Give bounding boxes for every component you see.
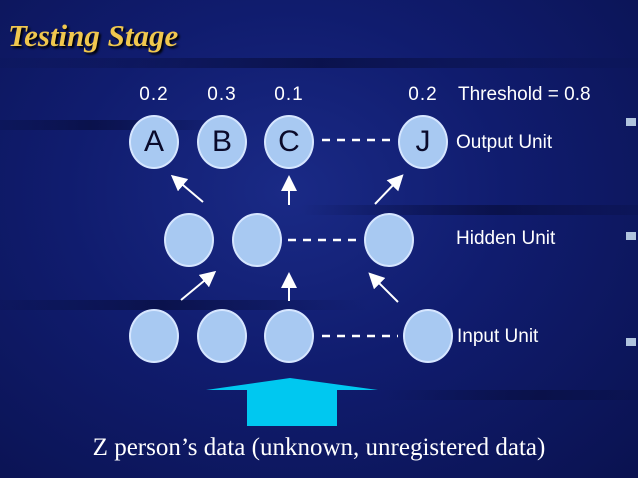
- background-streak: [0, 300, 370, 310]
- hidden-node: [232, 213, 282, 267]
- edge-mark: [626, 118, 636, 126]
- input-node: [264, 309, 314, 363]
- arrow-hidden-to-output: [374, 174, 404, 205]
- output-value-a: 0.2: [139, 84, 169, 105]
- input-node: [197, 309, 247, 363]
- background-streak: [380, 390, 638, 400]
- output-node-a: A: [129, 115, 179, 169]
- output-unit-label: Output Unit: [456, 132, 553, 153]
- background-streak: [300, 205, 638, 215]
- output-node-b: B: [197, 115, 247, 169]
- arrow-input-to-hidden: [180, 270, 217, 301]
- input-data-arrow: [206, 378, 378, 426]
- hidden-unit-label: Hidden Unit: [456, 228, 556, 249]
- caption: Z person’s data (unknown, unregistered d…: [92, 434, 546, 461]
- background-streak: [0, 58, 638, 68]
- output-value-c: 0.1: [274, 84, 304, 105]
- edge-mark: [626, 232, 636, 240]
- input-node: [403, 309, 453, 363]
- input-unit-label: Input Unit: [457, 326, 539, 347]
- background-streak: [0, 120, 240, 130]
- input-node: [129, 309, 179, 363]
- edge-mark: [626, 338, 636, 346]
- hidden-node: [164, 213, 214, 267]
- output-value-b: 0.3: [207, 84, 237, 105]
- hidden-node: [364, 213, 414, 267]
- threshold-label: Threshold = 0.8: [458, 84, 591, 105]
- output-node-c: C: [264, 115, 314, 169]
- output-value-j: 0.2: [408, 84, 438, 105]
- slide-title: Testing Stage: [8, 18, 179, 53]
- output-node-j: J: [398, 115, 448, 169]
- arrow-hidden-to-output: [170, 174, 204, 203]
- arrow-input-to-hidden: [368, 272, 399, 303]
